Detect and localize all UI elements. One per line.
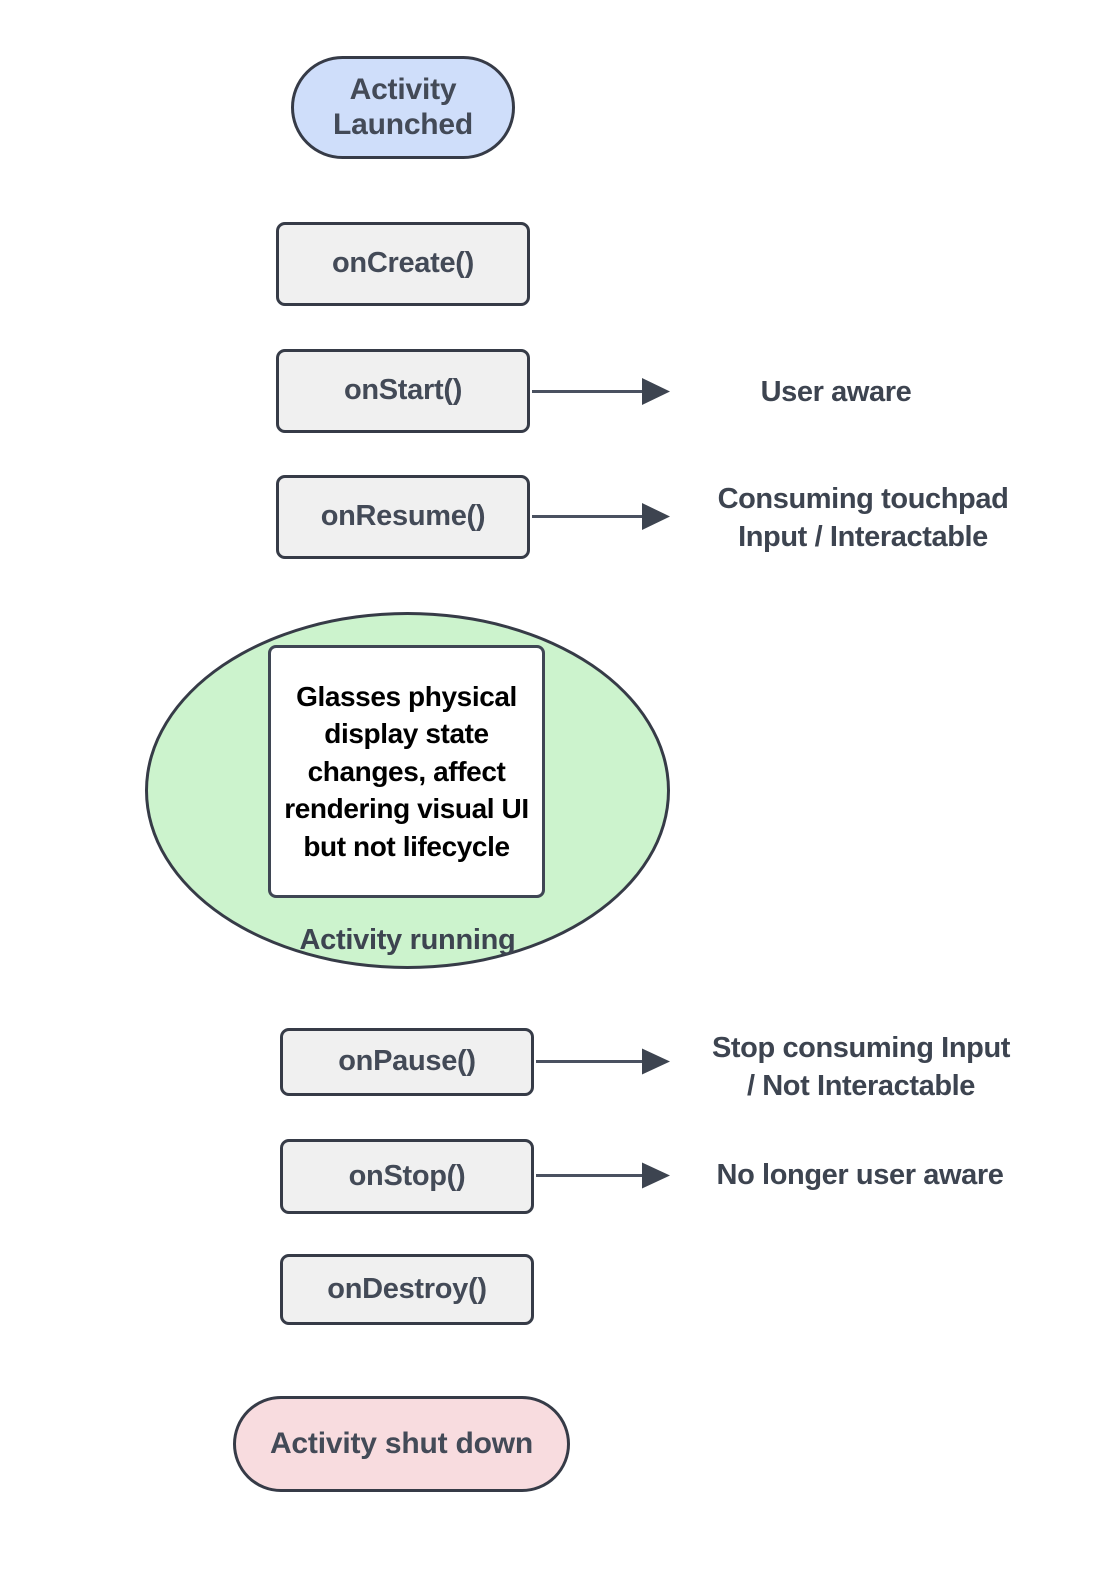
annotation-stop-consuming-input-line-2: / Not Interactable [746,1069,976,1102]
annotation-consuming-input: Consuming touchpad Input / Interactable [683,481,1043,556]
node-on-destroy-label: onDestroy() [327,1272,487,1305]
note-glasses-display-state: Glasses physical display state changes, … [268,645,545,898]
arrow-on-pause-to-stop-consuming-input [536,1048,670,1075]
activity-running-text: Activity running [299,924,516,956]
node-activity-launched-label: Activity Launched [333,73,473,142]
start-label-line-1: Activity [349,73,457,106]
node-on-resume-label: onResume() [320,500,486,533]
node-on-start[interactable]: onStart() [276,349,530,433]
annotation-stop-consuming-input: Stop consuming Input / Not Interactable [680,1030,1042,1105]
annotation-user-aware: User aware [681,374,991,412]
arrow-on-resume-to-consuming-input [532,503,670,530]
annotation-no-longer-user-aware-line-1: No longer user aware [716,1159,1004,1191]
node-activity-shut-down[interactable]: Activity shut down [233,1396,570,1492]
annotation-consuming-input-line-2: Input / Interactable [738,520,988,553]
annotation-user-aware-line-1: User aware [760,376,912,408]
start-label-line-2: Launched [332,107,474,141]
node-on-stop[interactable]: onStop() [280,1139,534,1214]
node-on-stop-label: onStop() [348,1159,466,1192]
note-glasses-display-state-text: Glasses physical display state changes, … [284,680,529,862]
node-activity-launched[interactable]: Activity Launched [291,56,515,159]
node-on-pause[interactable]: onPause() [280,1028,534,1096]
node-on-create[interactable]: onCreate() [276,222,530,306]
node-on-pause-label: onPause() [338,1045,476,1078]
node-on-create-label: onCreate() [331,247,474,280]
node-on-resume[interactable]: onResume() [276,475,530,559]
annotation-consuming-input-line-1: Consuming touchpad [717,483,1009,515]
node-on-start-label: onStart() [343,374,463,407]
annotation-no-longer-user-aware: No longer user aware [680,1157,1040,1195]
node-on-destroy[interactable]: onDestroy() [280,1254,534,1325]
arrow-on-stop-to-no-longer-user-aware [536,1162,670,1189]
node-activity-running-label: Activity running [145,924,670,957]
annotation-stop-consuming-input-line-1: Stop consuming Input [711,1032,1011,1064]
node-activity-shut-down-label: Activity shut down [269,1426,534,1460]
arrow-on-start-to-user-aware [532,378,670,405]
